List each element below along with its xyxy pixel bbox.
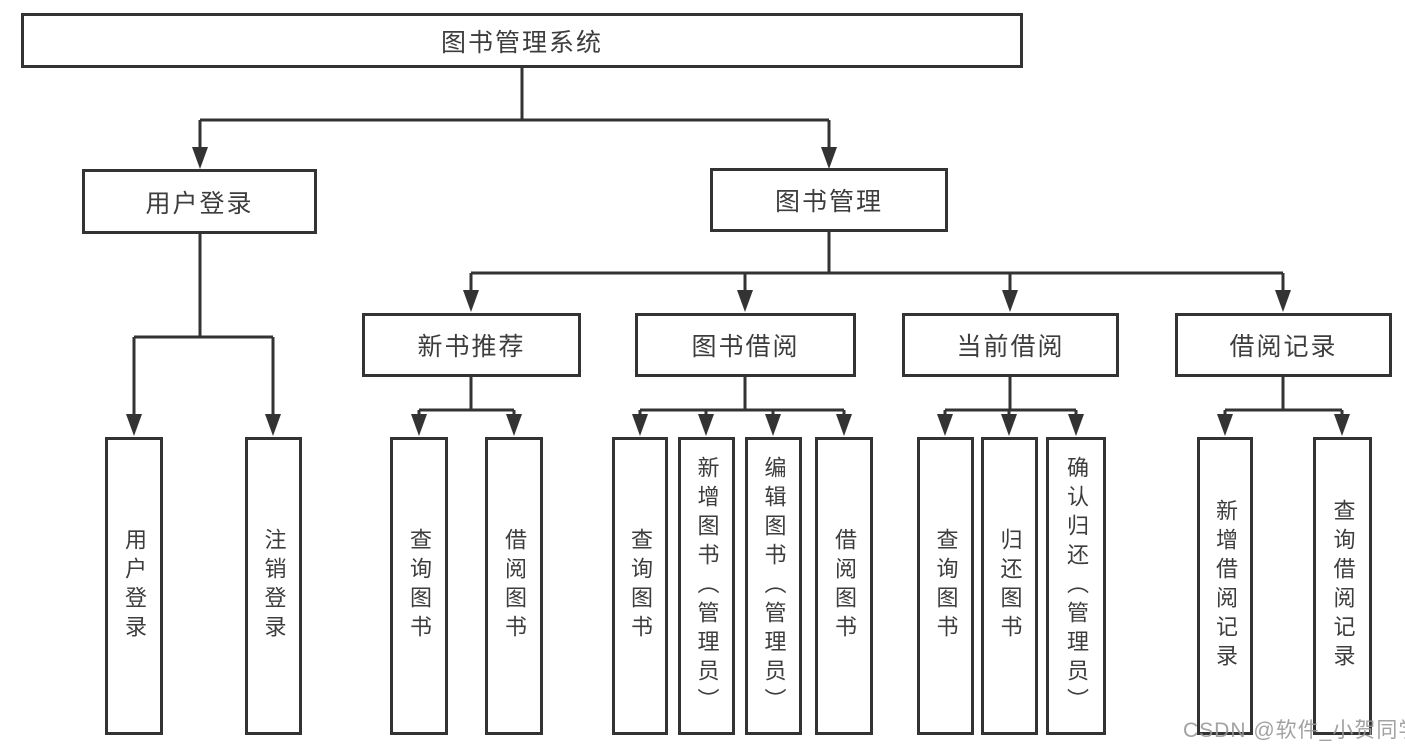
- node-label: 归还图书: [997, 528, 1023, 644]
- node-label: 新增图书（管理员）: [694, 455, 720, 717]
- node-user-login: 用户登录: [82, 169, 317, 234]
- node-label: 查询借阅记录: [1330, 499, 1356, 673]
- node-book-borrowing: 图书借阅: [635, 313, 856, 377]
- node-label: 图书管理: [774, 188, 883, 216]
- leaf-newbooks-borrow-books: 借阅图书: [485, 437, 543, 735]
- node-label: 图书借阅: [691, 333, 800, 361]
- leaf-current-confirm-return-admin: 确认归还（管理员）: [1046, 437, 1106, 735]
- leaf-borrowing-edit-books-admin: 编辑图书（管理员）: [745, 437, 802, 735]
- leaf-current-query-books: 查询图书: [917, 437, 974, 735]
- node-label: 借阅图书: [502, 528, 527, 644]
- leaf-borrowing-borrow-books: 借阅图书: [815, 437, 873, 735]
- leaf-logout: 注销登录: [245, 437, 302, 735]
- node-label: 借阅图书: [832, 528, 857, 644]
- csdn-watermark: CSDN @软件_小贺同学: [1183, 719, 1405, 742]
- node-borrow-records: 借阅记录: [1175, 313, 1392, 377]
- leaf-user-login: 用户登录: [105, 437, 163, 735]
- leaf-newbooks-query-books: 查询图书: [390, 437, 448, 735]
- node-label: 用户登录: [145, 189, 254, 218]
- node-label: 注销登录: [261, 528, 287, 644]
- leaf-records-query-record: 查询借阅记录: [1313, 437, 1372, 735]
- node-label: 图书管理系统: [440, 28, 603, 57]
- node-new-book-recommend: 新书推荐: [362, 313, 581, 377]
- node-label: 编辑图书（管理员）: [761, 455, 787, 717]
- node-current-borrowing: 当前借阅: [902, 313, 1119, 377]
- node-label: 新增借阅记录: [1213, 499, 1238, 673]
- leaf-current-return-books: 归还图书: [981, 437, 1038, 735]
- leaf-borrowing-add-books-admin: 新增图书（管理员）: [678, 437, 735, 735]
- node-label: 用户登录: [122, 528, 147, 644]
- node-label: 查询图书: [407, 528, 432, 644]
- node-label: 确认归还（管理员）: [1064, 455, 1089, 717]
- leaf-borrowing-query-books: 查询图书: [612, 437, 668, 735]
- leaf-records-add-record: 新增借阅记录: [1197, 437, 1253, 735]
- node-library-management-system: 图书管理系统: [21, 13, 1023, 68]
- node-label: 当前借阅: [956, 333, 1065, 361]
- node-label: 查询图书: [628, 528, 653, 644]
- node-label: 借阅记录: [1229, 333, 1338, 361]
- node-label: 新书推荐: [417, 333, 526, 361]
- node-label: 查询图书: [933, 528, 959, 644]
- node-book-management: 图书管理: [710, 168, 948, 232]
